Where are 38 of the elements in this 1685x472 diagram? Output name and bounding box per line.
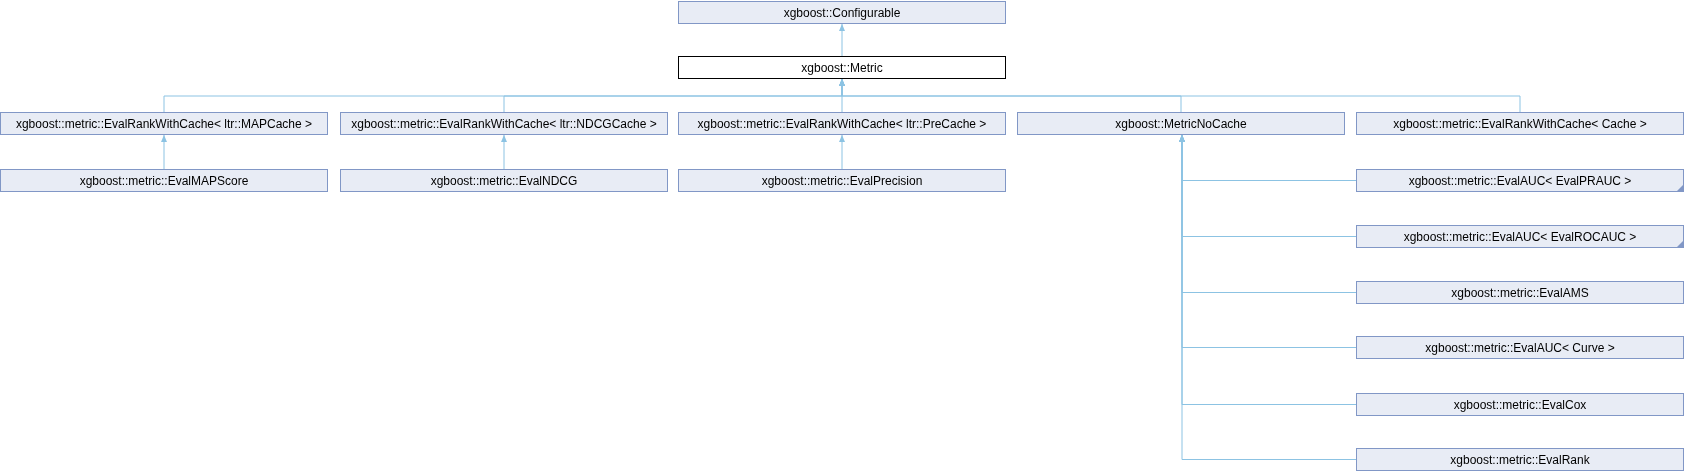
- class-box: [678, 112, 1006, 135]
- class-name: xgboost::metric::EvalMAPScore: [79, 174, 249, 187]
- inheritance-arrow: [1179, 134, 1357, 460]
- class-box: [0, 112, 328, 135]
- inheritance-arrow: [839, 23, 845, 57]
- class-name: xgboost::metric::EvalRankWithCache< ltr::NDCGCache >: [351, 117, 657, 130]
- class-name: xgboost::metric::EvalRankWithCache< ltr::PreCache >: [697, 117, 987, 130]
- class-box: [1017, 112, 1345, 135]
- class-name: xgboost::metric::EvalAUC< Curve >: [1425, 341, 1615, 354]
- class-name: xgboost::MetricNoCache: [1115, 117, 1247, 130]
- class-box: [678, 169, 1006, 192]
- class-name: xgboost::metric::EvalRankWithCache< ltr::MAPCache >: [15, 117, 313, 130]
- class-box: [340, 112, 668, 135]
- inheritance-arrow: [501, 134, 507, 170]
- class-box: [678, 56, 1006, 79]
- class-name: xgboost::metric::EvalRankWithCache< Cache >: [1393, 117, 1647, 130]
- inheritance-arrow: [161, 134, 167, 170]
- class-box: [1356, 393, 1684, 416]
- class-name: xgboost::metric::EvalRank: [1450, 453, 1590, 466]
- class-name: xgboost::metric::EvalAUC< EvalPRAUC >: [1408, 174, 1632, 187]
- class-name: xgboost::metric::EvalCox: [1453, 398, 1587, 411]
- class-name: xgboost::metric::EvalPrecision: [761, 174, 923, 187]
- class-box: [1356, 448, 1684, 471]
- class-box: [678, 1, 1006, 24]
- class-box: [1356, 281, 1684, 304]
- class-name: xgboost::metric::EvalAMS: [1451, 286, 1589, 299]
- class-box: [1356, 169, 1684, 192]
- inheritance-arrow: [839, 134, 845, 170]
- class-name: xgboost::metric::EvalAUC< EvalROCAUC >: [1403, 230, 1637, 243]
- inheritance-arrow: [839, 78, 1521, 113]
- class-box: [1356, 336, 1684, 359]
- class-name: xgboost::metric::EvalNDCG: [430, 174, 578, 187]
- class-name: xgboost::Metric: [801, 61, 883, 74]
- class-box: [340, 169, 668, 192]
- class-box: [0, 169, 328, 192]
- class-box: [1356, 112, 1684, 135]
- class-box: [1356, 225, 1684, 248]
- class-name: xgboost::Configurable: [783, 6, 901, 19]
